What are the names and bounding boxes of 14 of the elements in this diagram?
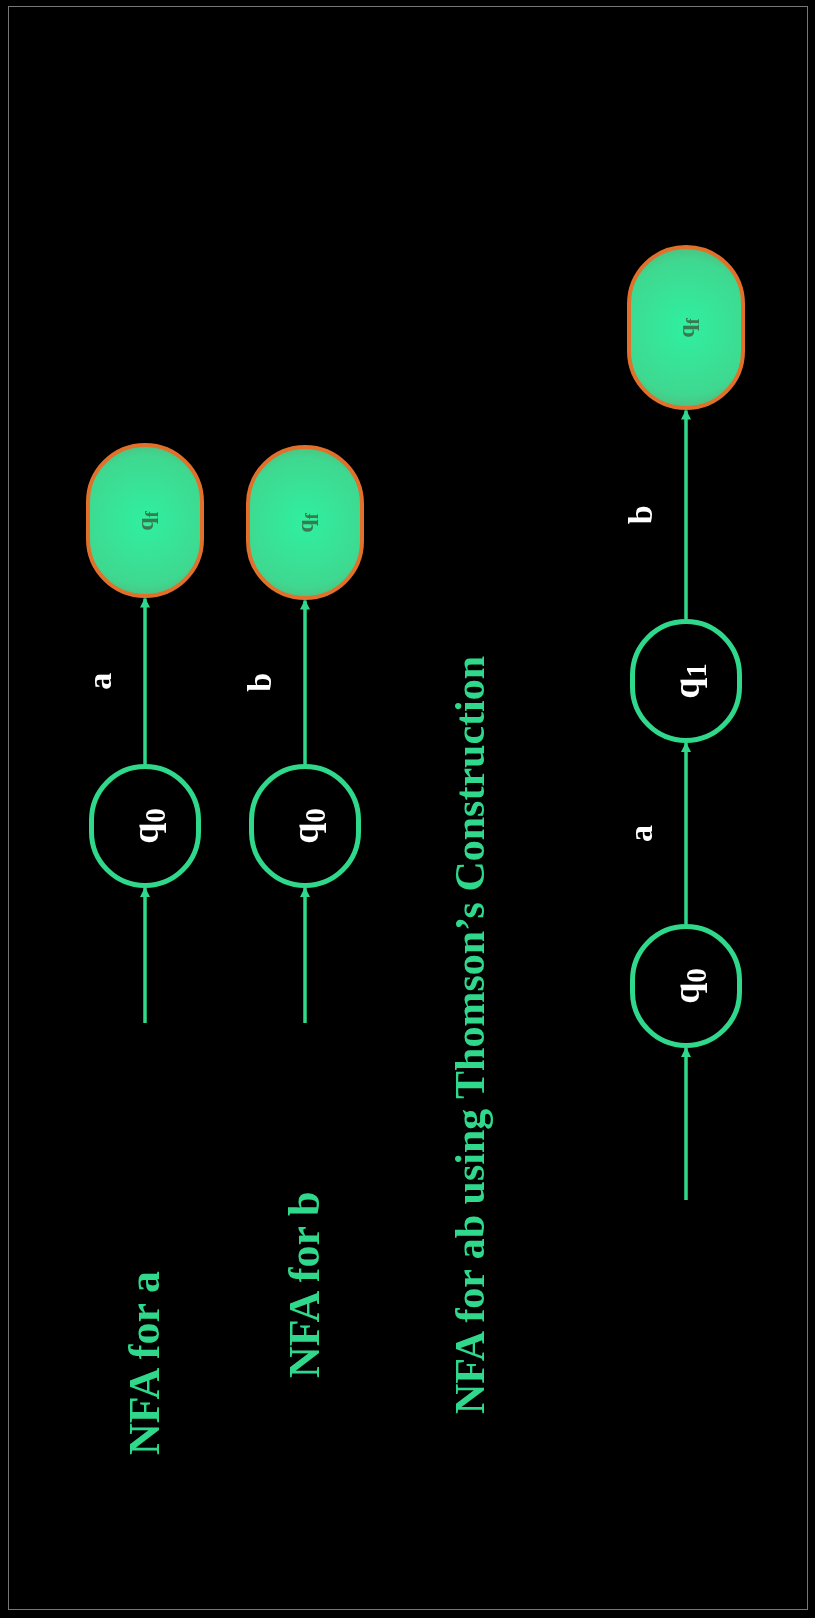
arrow [681,409,691,619]
arrow [681,742,691,924]
edge-label: a [83,672,117,690]
arrow [140,597,150,764]
heading: NFA for b [283,1191,327,1378]
edge-label: b [243,672,277,692]
edge-label: b [624,505,658,525]
heading: NFA for a [123,1270,167,1455]
arrow [300,887,310,1023]
heading: NFA for ab using Thomson’s Construction [449,655,491,1414]
arrow [681,1047,691,1200]
arrow [300,599,310,764]
edge-label: a [624,825,658,842]
arrow [140,887,150,1023]
